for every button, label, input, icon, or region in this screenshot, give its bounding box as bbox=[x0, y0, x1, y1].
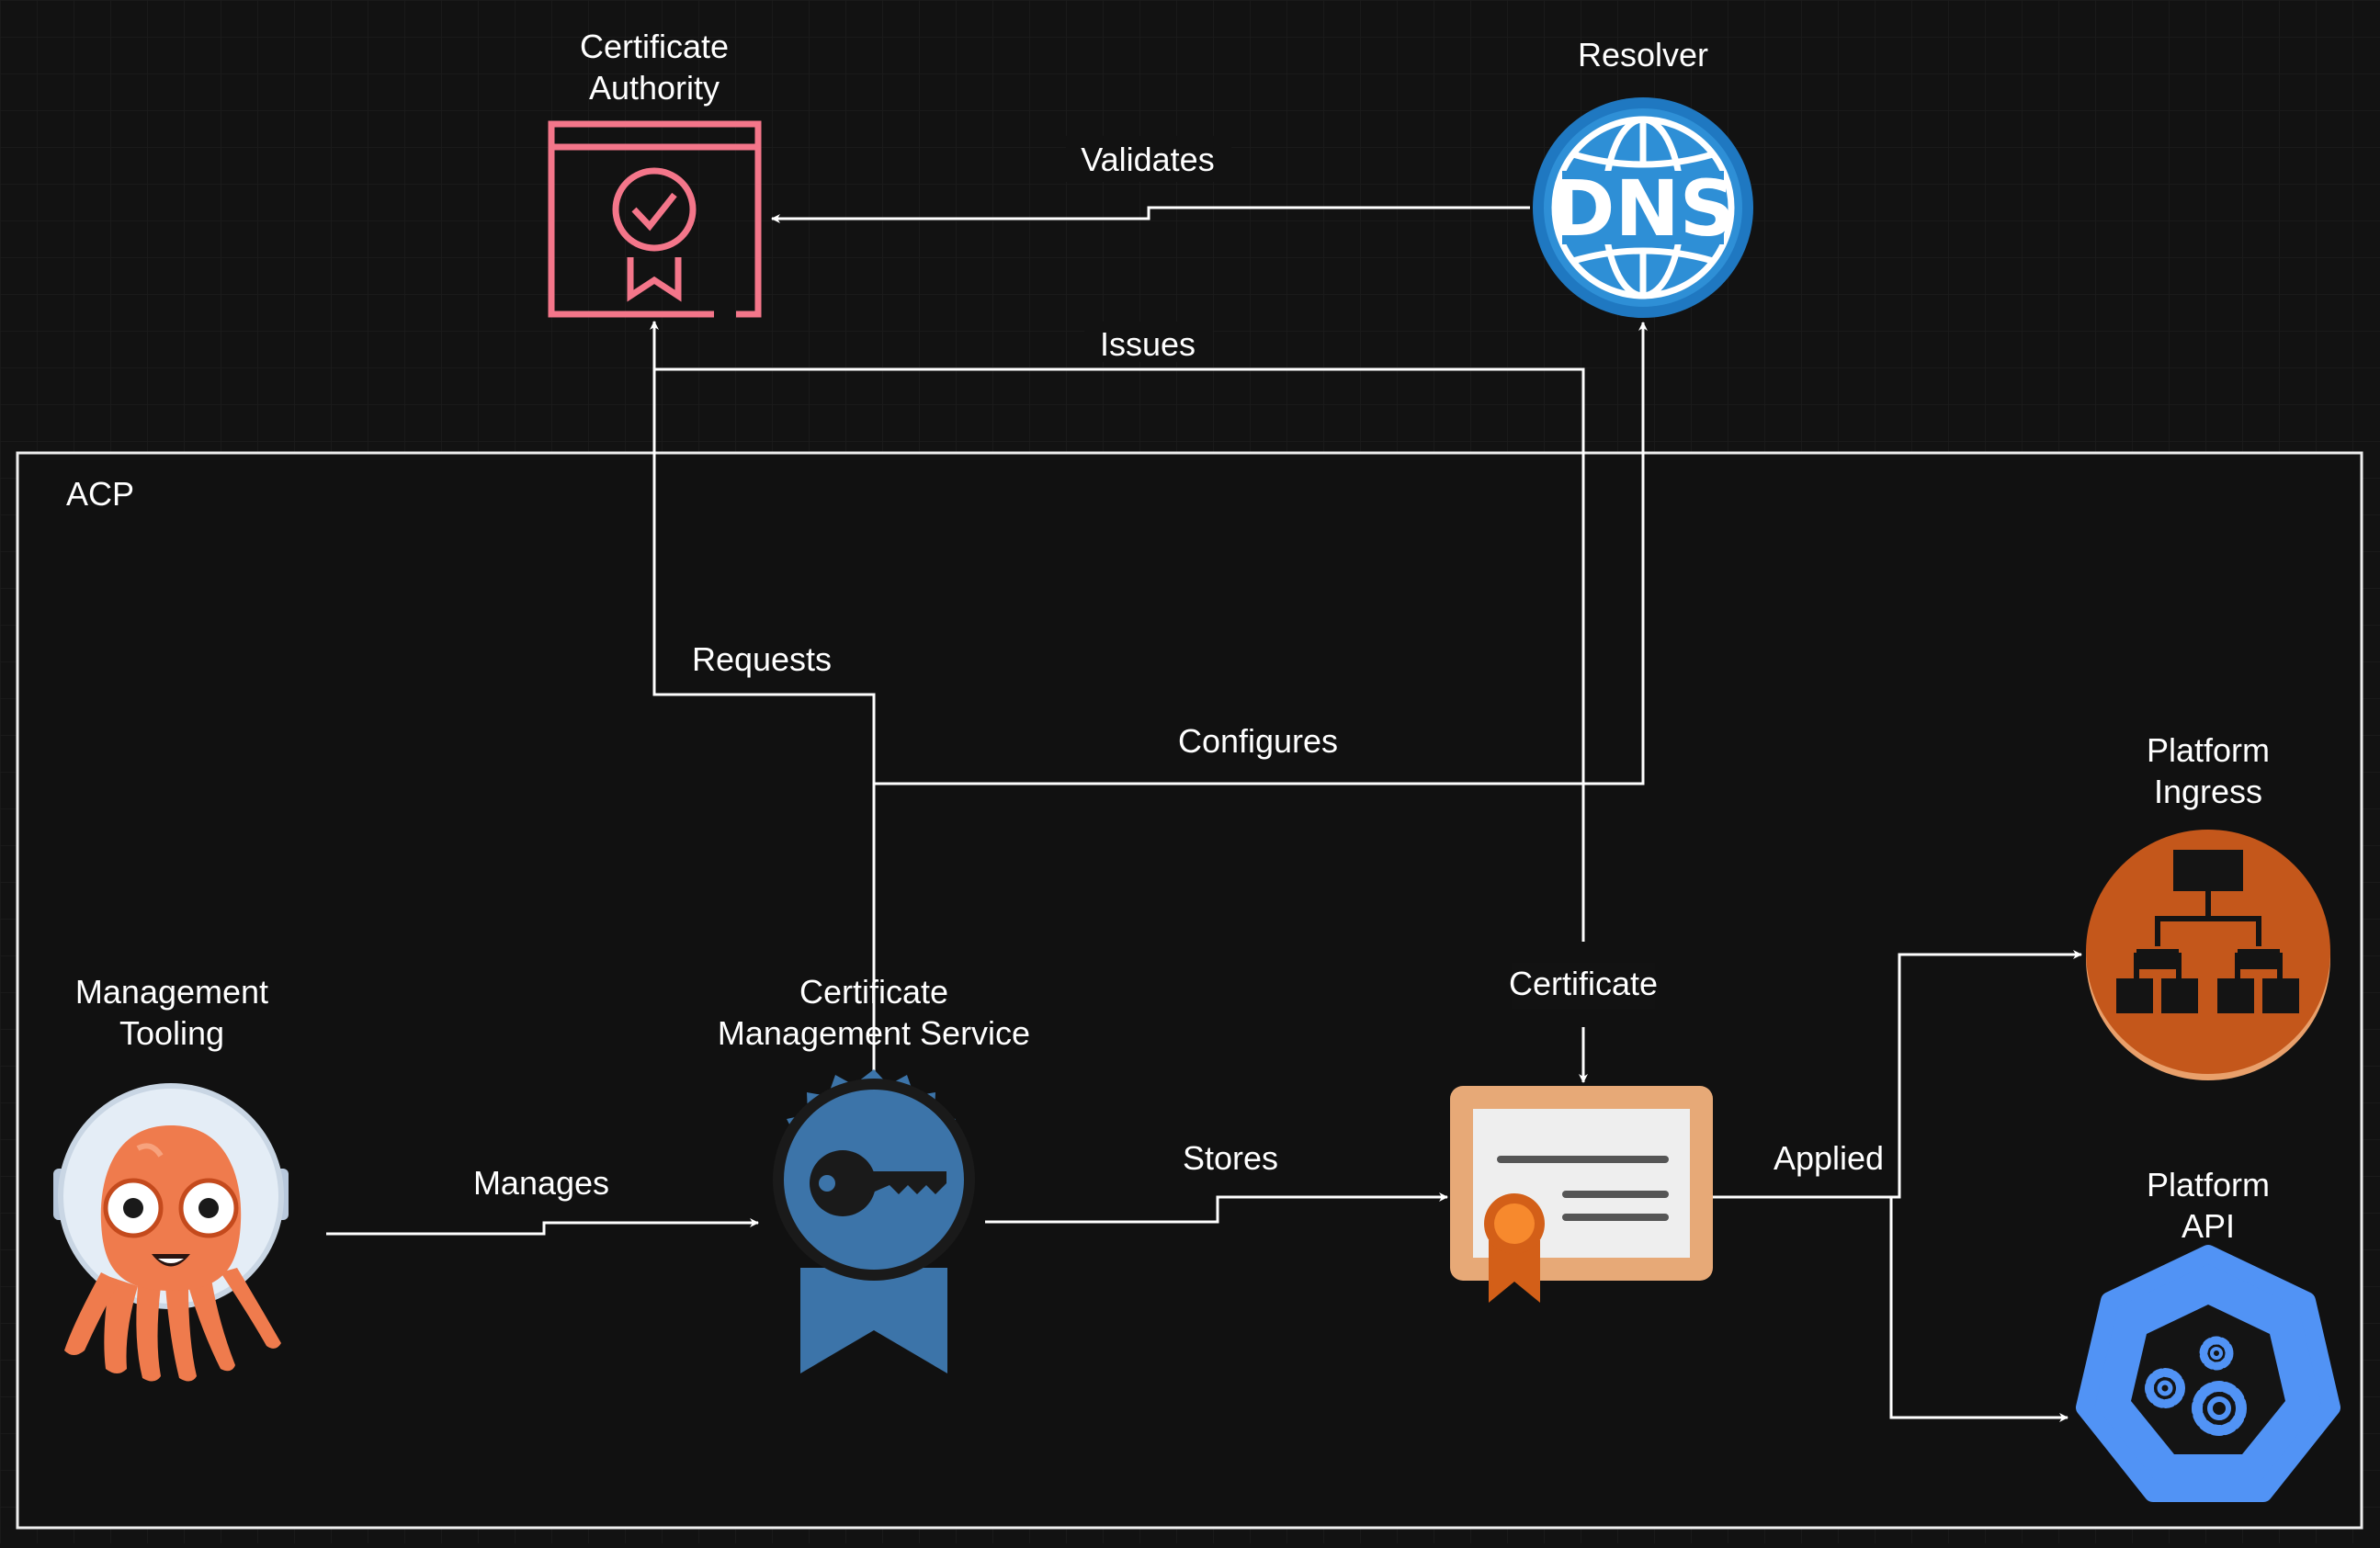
edge-label-applied: Applied bbox=[1774, 1139, 1884, 1177]
edge-label-manages: Manages bbox=[473, 1164, 609, 1202]
acp-group-box[interactable] bbox=[16, 451, 2363, 1530]
platform-ingress-label-2: Ingress bbox=[2154, 773, 2262, 810]
edge-issues[interactable] bbox=[650, 321, 1585, 942]
acp-group-label: ACP bbox=[66, 475, 134, 513]
edge-label-requests: Requests bbox=[692, 640, 832, 678]
kubernetes-api-icon bbox=[2076, 1245, 2340, 1502]
certificate-authority-label-2: Authority bbox=[589, 69, 720, 107]
edge-stores[interactable] bbox=[985, 1192, 1448, 1224]
certificate-authority-icon bbox=[548, 120, 762, 318]
certificate-authority-label-1: Certificate bbox=[580, 28, 729, 65]
edge-label-validates: Validates bbox=[1081, 141, 1214, 178]
octopus-mascot-icon bbox=[53, 1083, 289, 1382]
platform-api-label-2: API bbox=[2182, 1207, 2235, 1245]
management-tooling-label-1: Management bbox=[75, 973, 268, 1011]
node-management-tooling[interactable]: Management Tooling bbox=[53, 973, 289, 1382]
dns-icon-text: DNS bbox=[1551, 164, 1736, 254]
node-platform-ingress[interactable]: Platform Ingress bbox=[2086, 731, 2330, 1080]
node-certificate-management-service[interactable]: Certificate Management Service bbox=[718, 973, 1030, 1373]
edge-label-configures: Configures bbox=[1178, 722, 1338, 760]
platform-api-label-1: Platform bbox=[2147, 1166, 2270, 1203]
edge-manages[interactable] bbox=[326, 1218, 759, 1236]
edge-requests[interactable] bbox=[652, 369, 876, 1070]
edge-validates[interactable] bbox=[771, 206, 1530, 223]
platform-ingress-label-1: Platform bbox=[2147, 731, 2270, 769]
edge-label-issues: Issues bbox=[1100, 325, 1196, 363]
edge-configures[interactable] bbox=[874, 322, 1648, 785]
node-platform-api[interactable]: Platform API bbox=[2076, 1166, 2340, 1502]
key-badge-icon bbox=[773, 1069, 975, 1373]
cert-mgmt-service-label-1: Certificate bbox=[799, 973, 948, 1011]
dns-globe-icon: DNS bbox=[1533, 97, 1753, 318]
edge-applied-api[interactable] bbox=[1889, 1197, 2068, 1422]
certificate-label: Certificate bbox=[1509, 965, 1658, 1002]
certificate-document-icon bbox=[1450, 1086, 1713, 1303]
cert-mgmt-service-label-2: Management Service bbox=[718, 1014, 1030, 1052]
node-certificate-authority[interactable]: Certificate Authority bbox=[548, 28, 762, 318]
edge-applied-ingress[interactable] bbox=[1711, 950, 2082, 1199]
node-certificate[interactable]: Certificate bbox=[1450, 963, 1713, 1303]
node-resolver[interactable]: Resolver DNS bbox=[1533, 36, 1753, 318]
resolver-label: Resolver bbox=[1578, 36, 1708, 73]
edge-label-stores: Stores bbox=[1183, 1139, 1278, 1177]
management-tooling-label-2: Tooling bbox=[119, 1014, 224, 1052]
ingress-hierarchy-icon bbox=[2086, 830, 2330, 1080]
